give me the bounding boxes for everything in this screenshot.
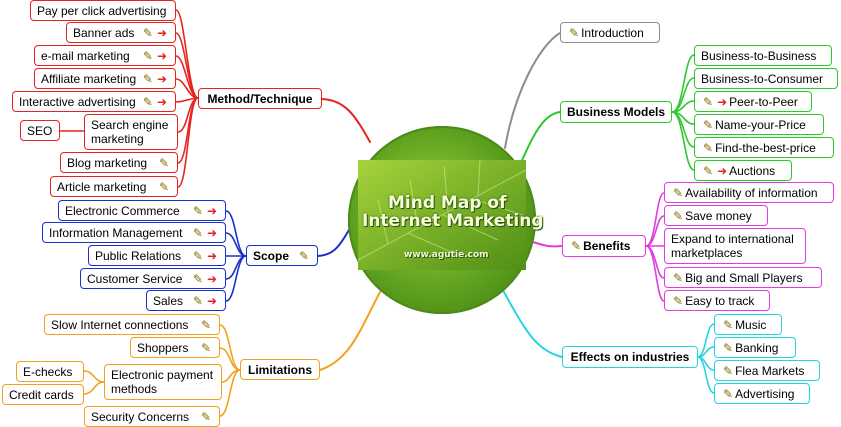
pencil-note-icon: ✎: [192, 225, 203, 240]
arrow-link-icon[interactable]: ➜: [156, 71, 167, 86]
node-article-marketing[interactable]: Article marketing✎: [50, 176, 178, 197]
node-shoppers[interactable]: Shoppers✎: [130, 337, 220, 358]
pencil-note-icon: ✎: [158, 179, 169, 194]
node-banner-ads[interactable]: Banner ads✎➜: [66, 22, 176, 43]
node-easy-to-track[interactable]: ✎Easy to track: [664, 290, 770, 311]
introduction-topic[interactable]: ✎Introduction: [560, 22, 660, 43]
central-title-line1: Mind Map of: [388, 193, 507, 213]
pencil-note-icon: ✎: [703, 140, 714, 155]
node-pay-per-click[interactable]: Pay per click advertising: [30, 0, 176, 21]
node-sales[interactable]: Sales✎➜: [146, 290, 226, 311]
node-p2p[interactable]: ✎➜Peer-to-Peer: [694, 91, 812, 112]
pencil-note-icon: ✎: [200, 317, 211, 332]
node-customer-service[interactable]: Customer Service✎➜: [80, 268, 226, 289]
pencil-note-icon: ✎: [569, 25, 580, 40]
pencil-note-icon: ✎: [703, 117, 714, 132]
arrow-link-icon[interactable]: ➜: [156, 48, 167, 63]
benefits-topic[interactable]: ✎Benefits: [562, 235, 646, 257]
arrow-link-icon[interactable]: ➜: [206, 293, 217, 308]
leaf-banner-image: [357, 160, 527, 270]
node-e-checks[interactable]: E-checks: [16, 361, 84, 382]
pencil-note-icon: ✎: [723, 340, 734, 355]
node-name-your-price[interactable]: ✎Name-your-Price: [694, 114, 824, 135]
pencil-note-icon: ✎: [192, 293, 203, 308]
node-security-concerns[interactable]: Security Concerns✎: [84, 406, 220, 427]
node-save-money[interactable]: ✎Save money: [664, 205, 768, 226]
pencil-note-icon: ✎: [703, 94, 714, 109]
pencil-note-icon: ✎: [200, 340, 211, 355]
pencil-note-icon: ✎: [192, 271, 203, 286]
node-slow-internet[interactable]: Slow Internet connections✎: [44, 314, 220, 335]
pencil-note-icon: ✎: [298, 248, 309, 263]
business-models-topic[interactable]: Business Models: [560, 101, 672, 123]
pencil-note-icon: ✎: [158, 155, 169, 170]
arrow-link-icon[interactable]: ➜: [206, 203, 217, 218]
node-banking[interactable]: ✎Banking: [714, 337, 796, 358]
node-blog-marketing[interactable]: Blog marketing✎: [60, 152, 178, 173]
node-b2c[interactable]: Business-to-Consumer: [694, 68, 838, 89]
pencil-note-icon: ✎: [673, 270, 684, 285]
pencil-note-icon: ✎: [192, 203, 203, 218]
limitations-topic[interactable]: Limitations: [240, 359, 320, 380]
pencil-note-icon: ✎: [723, 386, 734, 401]
pencil-note-icon: ✎: [142, 71, 153, 86]
node-music[interactable]: ✎Music: [714, 314, 782, 335]
arrow-link-icon[interactable]: ➜: [156, 94, 167, 109]
central-title-line2: Internet Marketing: [362, 211, 544, 231]
pencil-note-icon: ✎: [703, 163, 714, 178]
method-technique-topic[interactable]: Method/Technique: [198, 88, 322, 109]
pencil-note-icon: ✎: [571, 239, 582, 253]
node-availability[interactable]: ✎Availability of information: [664, 182, 834, 203]
pencil-note-icon: ✎: [142, 94, 153, 109]
arrow-link-icon[interactable]: ➜: [206, 271, 217, 286]
arrow-link-icon[interactable]: ➜: [717, 163, 728, 178]
pencil-note-icon: ✎: [723, 317, 734, 332]
node-public-relations[interactable]: Public Relations✎➜: [88, 245, 226, 266]
node-email-marketing[interactable]: e-mail marketing✎➜: [34, 45, 176, 66]
arrow-link-icon[interactable]: ➜: [206, 225, 217, 240]
pencil-note-icon: ✎: [142, 48, 153, 63]
arrow-link-icon[interactable]: ➜: [156, 25, 167, 40]
pencil-note-icon: ✎: [200, 409, 211, 424]
node-information-management[interactable]: Information Management✎➜: [42, 222, 226, 243]
node-big-small-players[interactable]: ✎Big and Small Players: [664, 267, 822, 288]
node-auctions[interactable]: ✎➜Auctions: [694, 160, 792, 181]
node-seo[interactable]: SEO: [20, 120, 60, 141]
node-electronic-commerce[interactable]: Electronic Commerce✎➜: [58, 200, 226, 221]
arrow-link-icon[interactable]: ➜: [206, 248, 217, 263]
pencil-note-icon: ✎: [673, 293, 684, 308]
node-advertising[interactable]: ✎Advertising: [714, 383, 810, 404]
node-affiliate-marketing[interactable]: Affiliate marketing✎➜: [34, 68, 176, 89]
central-site-url: www.agutie.com: [404, 250, 489, 260]
scope-topic[interactable]: Scope✎: [246, 245, 318, 266]
node-find-best-price[interactable]: ✎Find-the-best-price: [694, 137, 834, 158]
node-search-engine-marketing[interactable]: Search engine marketing: [84, 114, 178, 150]
pencil-note-icon: ✎: [142, 25, 153, 40]
pencil-note-icon: ✎: [673, 185, 684, 200]
pencil-note-icon: ✎: [192, 248, 203, 263]
effects-on-industries-topic[interactable]: Effects on industries: [562, 346, 698, 368]
node-expand-international[interactable]: Expand to international marketplaces: [664, 228, 806, 264]
node-credit-cards[interactable]: Credit cards: [2, 384, 84, 405]
pencil-note-icon: ✎: [723, 363, 734, 378]
arrow-link-icon[interactable]: ➜: [717, 94, 728, 109]
node-b2b[interactable]: Business-to-Business: [694, 45, 832, 66]
node-flea-markets[interactable]: ✎Flea Markets: [714, 360, 820, 381]
pencil-note-icon: ✎: [673, 208, 684, 223]
node-interactive-advertising[interactable]: Interactive advertising✎➜: [12, 91, 176, 112]
node-electronic-payment[interactable]: Electronic payment methods: [104, 364, 222, 400]
